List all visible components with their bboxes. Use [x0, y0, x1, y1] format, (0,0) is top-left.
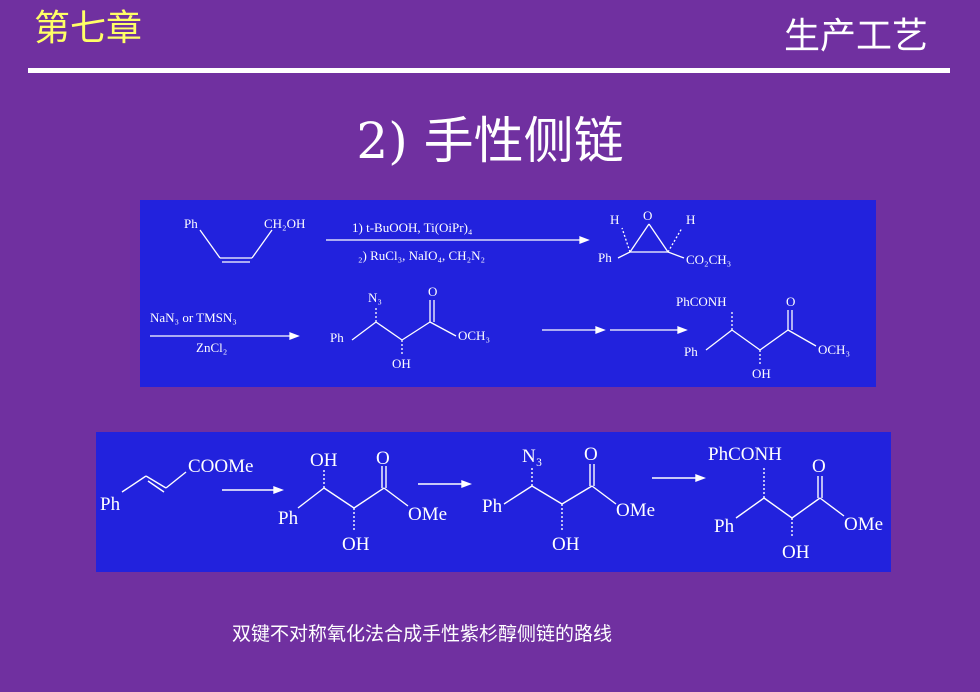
s2-ome-1: OMe	[408, 504, 447, 525]
azide-chain-3	[401, 321, 431, 341]
diol-chain-4	[383, 487, 409, 507]
s2-oh-2: OH	[342, 534, 370, 555]
s1-reagent-line-2: ₂) RuCl₃, NaIO₄, CH₂N₂	[358, 248, 485, 263]
s2-n3: N₃	[522, 446, 542, 467]
diol-chain-1	[297, 487, 325, 509]
s2-oh-4: OH	[782, 542, 810, 563]
s1-h-right: H	[686, 212, 695, 227]
cinnamate-double-2	[147, 480, 165, 493]
scheme-1-drawing: Ph CH₂OH 1) t-BuOOH, Ti(OiPr)₄ ₂) RuCl₃,…	[150, 208, 850, 381]
azide-chain-4	[429, 321, 457, 337]
arrow-head-2	[289, 332, 300, 340]
s1-n3: N₃	[368, 290, 382, 305]
s2-ph-1: Ph	[100, 494, 121, 515]
scheme-2-drawing: Ph COOMe OH O Ph OMe OH N₃ O Ph OMe OH P…	[100, 444, 883, 563]
product-chain-4	[787, 329, 817, 347]
s2-ph-4: Ph	[714, 516, 735, 537]
alkene-bond-left	[199, 229, 221, 259]
epoxide-co-left	[629, 223, 650, 253]
topic-label: 生产工艺	[783, 16, 928, 57]
s1-reagent-line-1: 1) t-BuOOH, Ti(OiPr)₄	[352, 220, 473, 235]
amide-chain-3	[791, 497, 821, 519]
azido-chain-2	[531, 485, 563, 505]
azido-chain-1	[503, 485, 533, 505]
s1-epoxide-o: O	[643, 208, 652, 223]
s1-ph-3: Ph	[330, 330, 344, 345]
epoxide-co-right	[648, 223, 669, 253]
s2-oh-3: OH	[552, 534, 580, 555]
slide-title: 2) 手性侧链	[356, 112, 624, 170]
scheme2-arrow-head-3	[695, 473, 706, 483]
arrow-head-4	[677, 326, 688, 334]
s1-h-left: H	[610, 212, 619, 227]
amide-chain-2	[763, 497, 793, 519]
azide-chain-2	[375, 321, 403, 341]
amide-chain-4	[819, 497, 845, 517]
epoxide-ester-bond	[667, 251, 685, 259]
epoxide-h-left	[621, 227, 631, 253]
s2-phconh: PhCONH	[708, 444, 782, 465]
slide-caption: 双键不对称氧化法合成手性紫杉醇侧链的路线	[232, 623, 613, 645]
reaction-scheme-1: Ph CH₂OH 1) t-BuOOH, Ti(OiPr)₄ ₂) RuCl₃,…	[140, 200, 876, 387]
azido-chain-4	[591, 485, 617, 505]
scheme2-arrow-head-1	[273, 485, 284, 495]
s1-ph-2: Ph	[598, 250, 612, 265]
s2-ome-3: OMe	[844, 514, 883, 535]
diol-chain-2	[323, 487, 355, 509]
s2-coome: COOMe	[188, 456, 253, 477]
epoxide-ph-bond	[617, 251, 631, 259]
s1-reagent-line-4: ZnCl₂	[196, 340, 227, 355]
reaction-scheme-2: Ph COOMe OH O Ph OMe OH N₃ O Ph OMe OH P…	[96, 432, 891, 572]
s2-oh-1: OH	[310, 450, 338, 471]
cinnamate-bond-2	[165, 471, 187, 489]
s2-ome-2: OMe	[616, 500, 655, 521]
s1-ph-1: Ph	[184, 216, 198, 231]
s1-oh-1: OH	[392, 356, 411, 371]
s1-och3-1: OCH₃	[458, 328, 490, 343]
azide-chain-1	[351, 321, 377, 341]
diol-chain-3	[353, 487, 385, 509]
s1-oh-2: OH	[752, 366, 771, 381]
s2-o-1: O	[376, 448, 390, 469]
s2-o-3: O	[812, 456, 826, 477]
arrow-head-3	[595, 326, 606, 334]
s1-phconh: PhCONH	[676, 294, 727, 309]
cinnamate-double-1	[145, 475, 167, 489]
cinnamate-bond-1	[121, 475, 147, 493]
amide-chain-1	[735, 497, 765, 519]
s1-o-2: O	[786, 294, 795, 309]
product-chain-1	[705, 329, 733, 351]
s1-co2ch3: CO₂CH₃	[686, 252, 731, 267]
s2-ph-3: Ph	[482, 496, 503, 517]
azido-chain-3	[561, 485, 593, 505]
arrow-head-1	[579, 236, 590, 244]
product-chain-2	[731, 329, 761, 351]
chapter-label: 第七章	[34, 8, 143, 49]
s1-o-1: O	[428, 284, 437, 299]
s1-och3-2: OCH₃	[818, 342, 850, 357]
alkene-bond-right	[251, 229, 273, 259]
epoxide-h-right	[667, 227, 683, 253]
s2-o-2: O	[584, 444, 598, 465]
product-chain-3	[759, 329, 789, 351]
header-rule	[28, 68, 950, 73]
s2-ph-2: Ph	[278, 508, 299, 529]
s1-reagent-line-3: NaN₃ or TMSN₃	[150, 310, 237, 325]
s1-ch2oh: CH₂OH	[264, 216, 305, 231]
scheme2-arrow-head-2	[461, 479, 472, 489]
s1-ph-4: Ph	[684, 344, 698, 359]
